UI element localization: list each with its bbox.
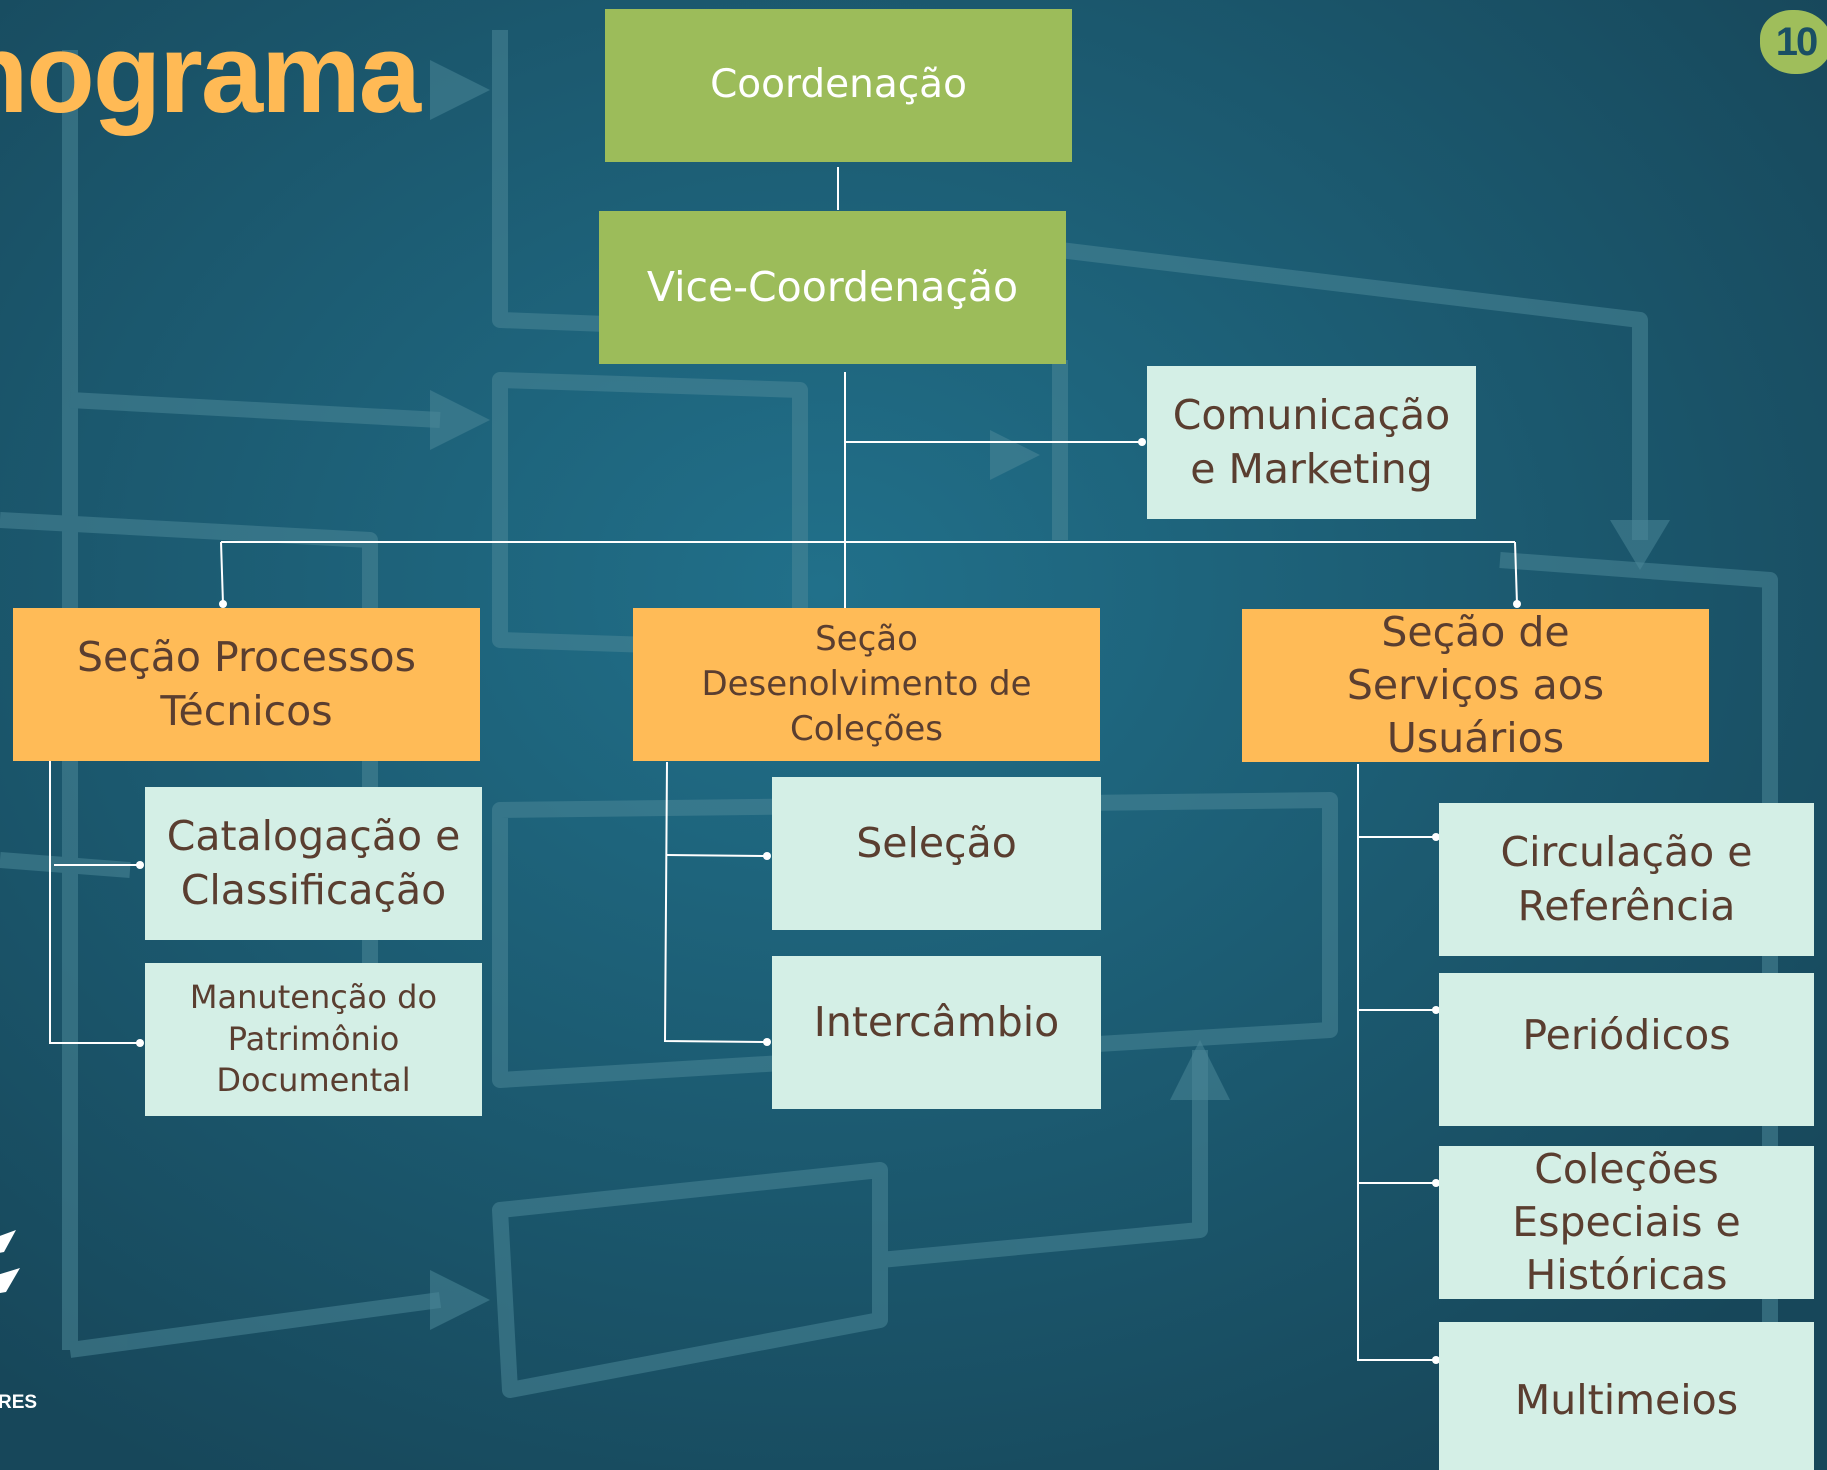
page-number-badge: 10 bbox=[1760, 10, 1827, 74]
unit-heritage-maintenance: Manutenção do Patrimônio Documental bbox=[145, 963, 482, 1116]
communication-marketing-label: Comunicação e Marketing bbox=[1172, 391, 1451, 493]
section-user-services: Seção de Serviços aos Usuários bbox=[1242, 608, 1709, 762]
unit-selection: Seleção bbox=[772, 777, 1101, 930]
coordination-label: Coordenação bbox=[710, 62, 967, 108]
section-technical-processes: Seção Processos Técnicos bbox=[13, 608, 480, 761]
footer-logo-text: RES bbox=[0, 1392, 38, 1413]
unit-circulation-reference: Circulação e Referência bbox=[1439, 803, 1814, 956]
unit-exchange: Intercâmbio bbox=[772, 956, 1101, 1109]
unit-multimedia-label: Multimeios bbox=[1514, 1376, 1739, 1424]
unit-heritage-maintenance-label: Manutenção do Patrimônio Documental bbox=[189, 978, 438, 1100]
unit-circulation-reference-label: Circulação e Referência bbox=[1500, 828, 1753, 930]
section-collection-development-label: Seção Desenolvimento de Coleções bbox=[701, 619, 1032, 749]
communication-marketing-box: Comunicação e Marketing bbox=[1147, 366, 1476, 519]
slide-title: nograma bbox=[0, 11, 421, 136]
unit-multimedia: Multimeios bbox=[1439, 1322, 1814, 1470]
unit-cataloging-classification: Catalogação e Classificação bbox=[145, 787, 482, 940]
unit-periodicals-label: Periódicos bbox=[1522, 1011, 1731, 1059]
logo-icon bbox=[0, 1230, 20, 1293]
unit-cataloging-classification-label: Catalogação e Classificação bbox=[166, 812, 461, 914]
unit-selection-label: Seleção bbox=[856, 819, 1017, 867]
section-technical-processes-label: Seção Processos Técnicos bbox=[76, 633, 416, 735]
section-collection-development: Seção Desenolvimento de Coleções bbox=[633, 608, 1100, 761]
unit-periodicals: Periódicos bbox=[1439, 973, 1814, 1126]
vice-coordination-box: Vice-Coordenação bbox=[599, 211, 1066, 364]
page-number: 10 bbox=[1775, 19, 1818, 64]
unit-exchange-label: Intercâmbio bbox=[813, 998, 1060, 1046]
unit-special-collections-label: Coleções Especiais e Históricas bbox=[1512, 1144, 1741, 1300]
section-user-services-label: Seção de Serviços aos Usuários bbox=[1346, 607, 1605, 763]
unit-special-collections: Coleções Especiais e Históricas bbox=[1439, 1145, 1814, 1299]
coordination-box: Coordenação bbox=[605, 9, 1072, 162]
vice-coordination-label: Vice-Coordenação bbox=[646, 262, 1019, 311]
